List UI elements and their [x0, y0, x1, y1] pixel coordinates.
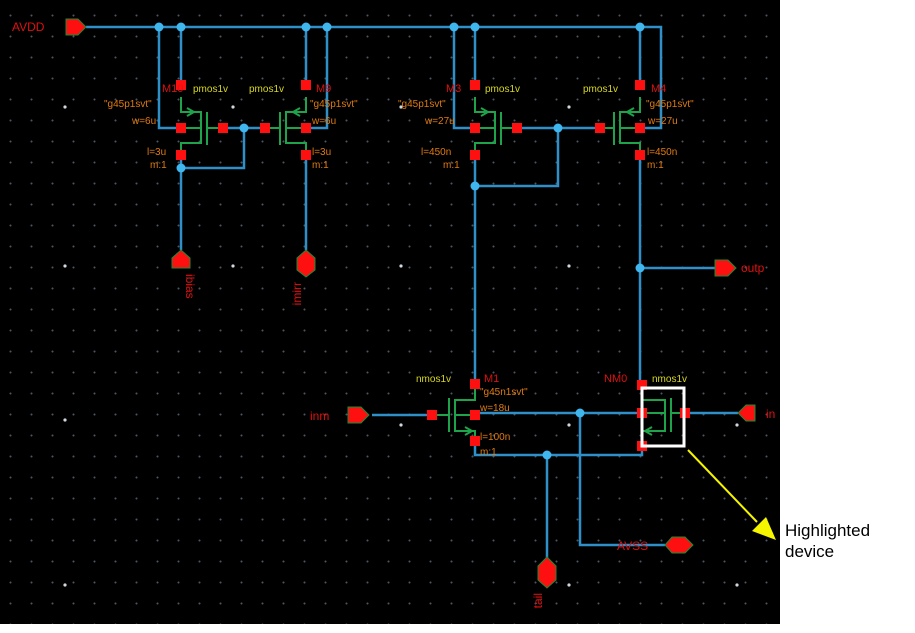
- grid-marker: [63, 418, 67, 422]
- m9-type: pmos1v: [249, 84, 284, 95]
- wire-m9-body: [305, 27, 329, 130]
- grid-marker: [63, 105, 67, 109]
- grid-marker: [567, 423, 571, 427]
- grid-marker: [63, 264, 67, 268]
- nm0-type: nmos1v: [652, 374, 687, 385]
- wire-tail-net: [473, 441, 644, 457]
- nm0-name: NM0: [604, 373, 627, 385]
- annotation-line-2: device: [785, 542, 835, 561]
- grid-marker: [567, 264, 571, 268]
- pin-outp[interactable]: outp: [714, 259, 765, 277]
- m4-name: M4: [651, 83, 666, 95]
- m3-w: w=27u: [424, 116, 455, 127]
- grid-marker: [399, 264, 403, 268]
- m4-type: pmos1v: [583, 84, 618, 95]
- m4-model: "g45p1svt": [646, 99, 694, 110]
- wire-m3-body: [452, 27, 475, 130]
- wire-avss: [578, 413, 665, 547]
- device-m1[interactable]: [427, 379, 480, 446]
- pin-avss[interactable]: AVSS: [617, 536, 694, 554]
- m1-name: M1: [484, 373, 499, 385]
- grid-marker: [399, 423, 403, 427]
- m3-name: M3: [446, 83, 461, 95]
- m1-type: nmos1v: [416, 374, 451, 385]
- m9-l: l=3u: [312, 147, 331, 158]
- pin-ibias[interactable]: ibias: [171, 249, 197, 299]
- m10-l: l=3u: [147, 147, 166, 158]
- m3-m: m:1: [443, 160, 460, 171]
- m1-l: l=100n: [480, 432, 510, 443]
- grid-marker: [735, 423, 739, 427]
- m10-w: w=6u: [131, 116, 156, 127]
- wire-m10-body: [157, 27, 181, 130]
- m3-l: l=450n: [421, 147, 451, 158]
- pin-avdd[interactable]: AVDD: [12, 18, 87, 36]
- grid-marker: [63, 583, 67, 587]
- m3-model: "g45p1svt": [398, 99, 446, 110]
- m9-model: "g45p1svt": [310, 99, 358, 110]
- schematic-canvas[interactable]: [0, 0, 780, 624]
- m4-w: w=27u: [647, 116, 678, 127]
- grid-marker: [735, 583, 739, 587]
- pin-avss-label: AVSS: [617, 539, 648, 553]
- m4-m: m:1: [647, 160, 664, 171]
- device-m10[interactable]: [176, 80, 228, 160]
- m10-type: pmos1v: [193, 84, 228, 95]
- device-nm0[interactable]: [637, 380, 690, 451]
- annotation-line-1: Highlighted: [785, 521, 871, 540]
- pin-inm-label: inm: [310, 409, 329, 423]
- m10-name: M10: [162, 83, 183, 95]
- wire-m3-diode: [475, 128, 560, 188]
- m9-m: m:1: [312, 160, 329, 171]
- wire-avdd-rail: [86, 25, 663, 130]
- m3-type: pmos1v: [485, 84, 520, 95]
- pin-outp-label: outp: [741, 261, 765, 275]
- m9-w: w=6u: [311, 116, 336, 127]
- m1-model: "g45n1svt": [480, 387, 528, 398]
- annotation-text: Highlighted device: [785, 520, 870, 562]
- pin-tail-label: tail: [531, 593, 545, 608]
- m10-model: "g45p1svt": [104, 99, 152, 110]
- m4-l: l=450n: [647, 147, 677, 158]
- wire-m10-diode: [181, 128, 246, 170]
- grid-marker: [231, 105, 235, 109]
- m1-w: w=18u: [479, 403, 510, 414]
- wires: [86, 25, 738, 560]
- pin-imirr-label: imirr: [290, 282, 304, 305]
- grid-marker: [567, 583, 571, 587]
- pin-inm[interactable]: inm: [310, 406, 370, 424]
- junctions: [154, 22, 645, 460]
- device-m3[interactable]: [470, 80, 522, 160]
- m9-name: M9: [316, 83, 331, 95]
- pin-tail[interactable]: tail: [531, 556, 557, 608]
- device-m9[interactable]: [260, 80, 311, 160]
- annotation-arrow: [687, 449, 776, 540]
- grid-marker: [231, 264, 235, 268]
- m1-m: m:1: [480, 447, 497, 458]
- device-m4[interactable]: [595, 80, 645, 160]
- m10-m: m:1: [150, 160, 167, 171]
- highlight-box: [640, 386, 686, 448]
- pin-inp-label: in: [766, 407, 775, 421]
- grid-marker: [399, 105, 403, 109]
- pin-imirr[interactable]: imirr: [290, 249, 316, 305]
- grid-marker: [567, 105, 571, 109]
- pin-ibias-label: ibias: [183, 274, 197, 299]
- pin-inp[interactable]: in: [737, 404, 775, 422]
- pin-avdd-label: AVDD: [12, 20, 45, 34]
